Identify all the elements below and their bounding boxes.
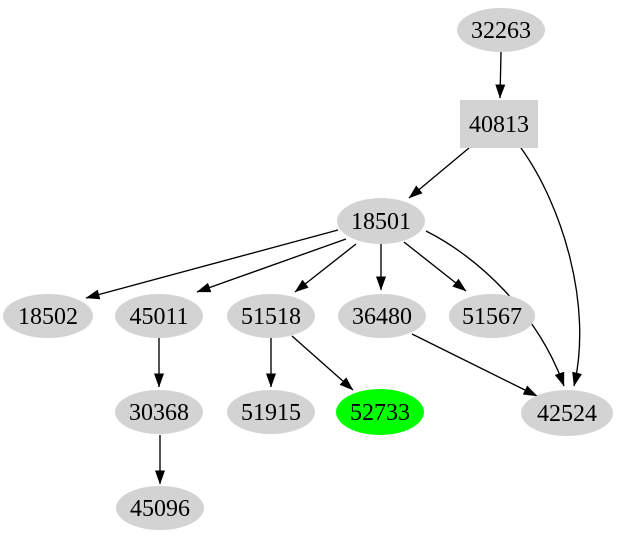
node-30368-shape xyxy=(115,390,203,434)
edge-layer xyxy=(85,51,582,485)
edge-18501-45011 xyxy=(196,238,347,293)
node-45096: 45096 xyxy=(116,486,204,530)
node-51518-shape xyxy=(227,294,315,338)
node-32263-shape xyxy=(457,8,545,52)
edge-18501-51518 xyxy=(294,243,357,293)
edge-40813-18501 xyxy=(408,147,470,199)
node-45011: 45011 xyxy=(115,294,203,338)
node-18501-shape xyxy=(337,198,425,244)
node-45011-label: 45011 xyxy=(129,304,188,330)
node-40813-shape xyxy=(460,100,538,148)
node-52733: 52733 xyxy=(336,389,424,435)
edge-36480-42524 xyxy=(411,333,538,397)
edge-18501-51567 xyxy=(403,241,467,292)
node-45011-shape xyxy=(115,294,203,338)
node-45096-label: 45096 xyxy=(130,496,190,522)
node-18501-label: 18501 xyxy=(351,209,411,235)
node-51915-shape xyxy=(227,390,315,434)
node-42524: 42524 xyxy=(521,390,613,436)
node-32263: 32263 xyxy=(457,8,545,52)
edge-18501-18502 xyxy=(85,229,339,300)
node-40813-label: 40813 xyxy=(469,112,529,138)
node-30368: 30368 xyxy=(115,390,203,434)
edge-51518-52733 xyxy=(291,335,354,391)
node-51915-label: 51915 xyxy=(241,400,301,426)
node-51915: 51915 xyxy=(227,390,315,434)
node-51518: 51518 xyxy=(227,294,315,338)
node-40813: 40813 xyxy=(460,100,538,148)
node-36480: 36480 xyxy=(338,294,426,338)
node-layer: 32263 40813 18501 18502 45011 51518 xyxy=(3,8,613,530)
node-51567: 51567 xyxy=(449,294,535,338)
node-51567-label: 51567 xyxy=(462,304,522,330)
node-51518-label: 51518 xyxy=(241,304,301,330)
node-18502-label: 18502 xyxy=(18,304,78,330)
node-30368-label: 30368 xyxy=(129,400,189,426)
node-18502-shape xyxy=(3,294,93,338)
node-36480-label: 36480 xyxy=(352,304,412,330)
node-36480-shape xyxy=(338,294,426,338)
node-51567-shape xyxy=(449,294,535,338)
node-42524-label: 42524 xyxy=(537,401,597,427)
node-18502: 18502 xyxy=(3,294,93,338)
node-52733-label: 52733 xyxy=(350,400,410,426)
node-45096-shape xyxy=(116,486,204,530)
node-52733-shape xyxy=(336,389,424,435)
edge-18501-42524 xyxy=(425,230,565,387)
edge-40813-42524 xyxy=(520,147,582,387)
node-42524-shape xyxy=(521,390,613,436)
edge-32263-40813 xyxy=(495,51,506,99)
node-32263-label: 32263 xyxy=(471,18,531,44)
node-18501: 18501 xyxy=(337,198,425,244)
